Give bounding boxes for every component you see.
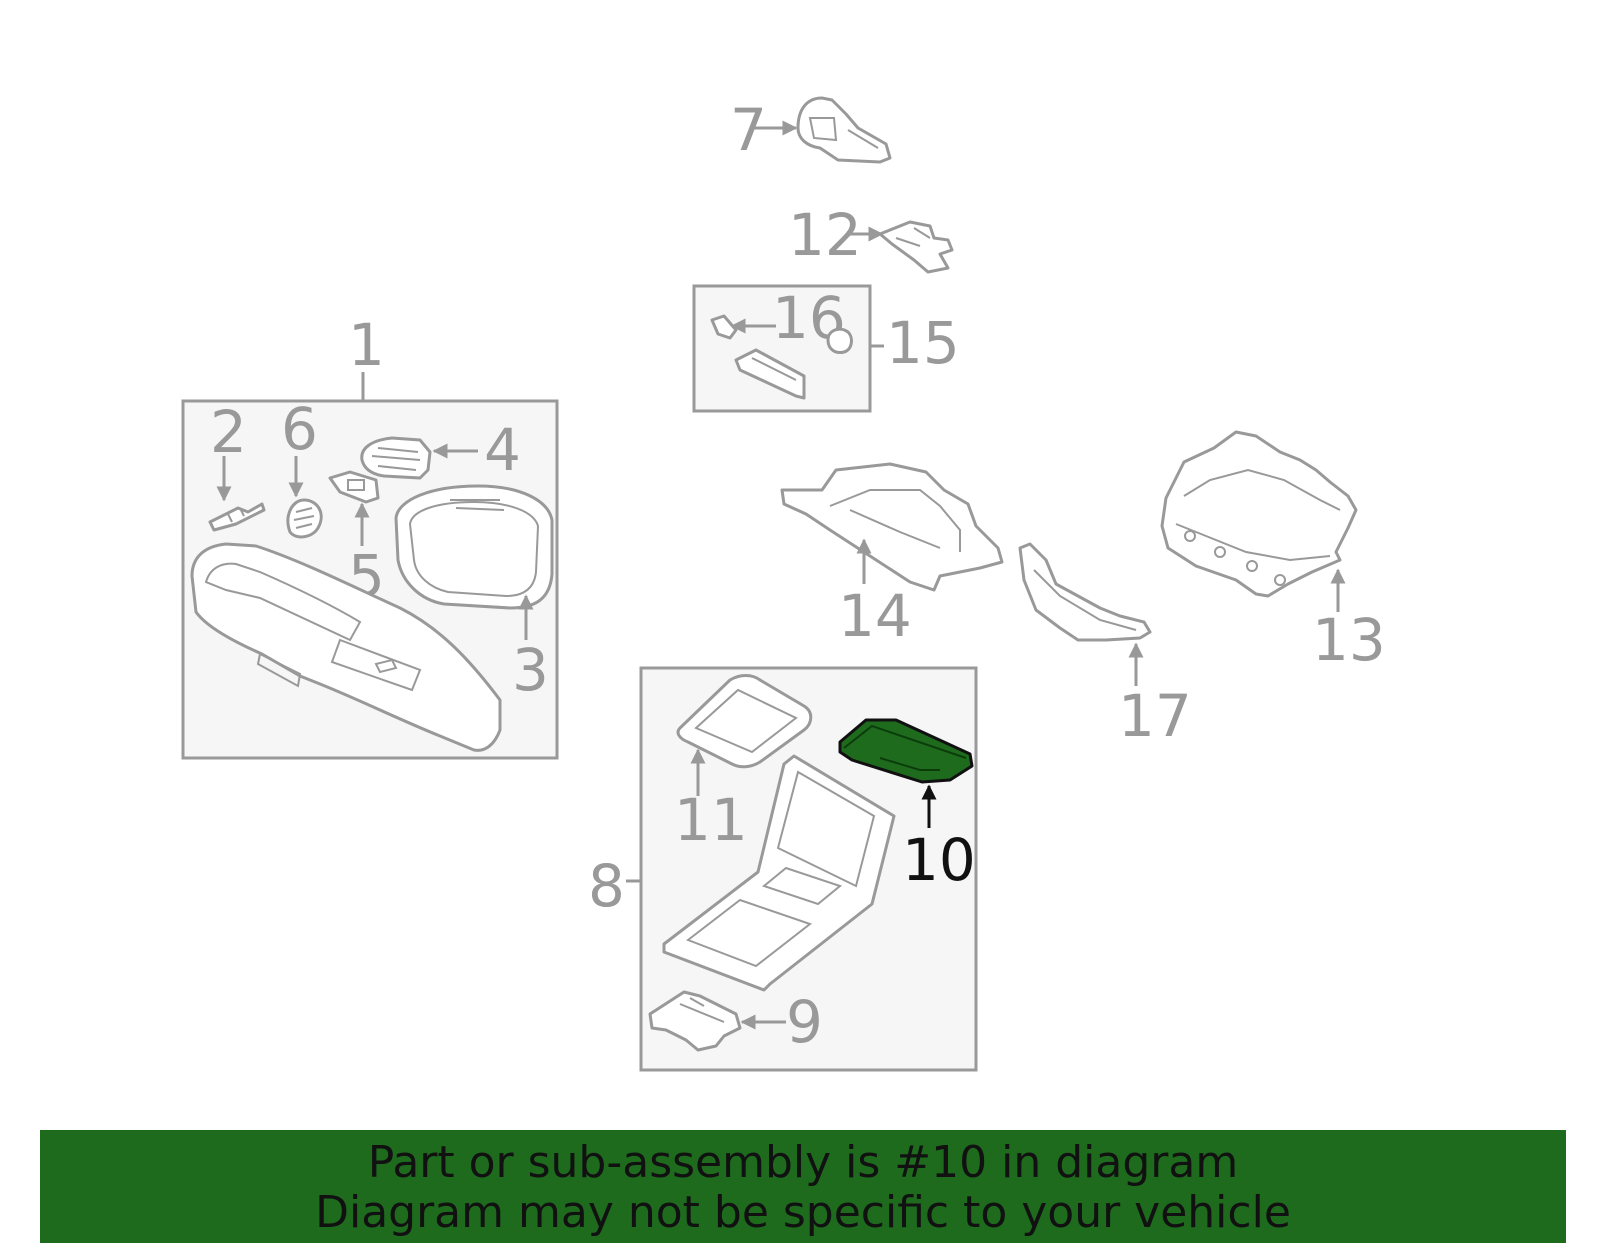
part-16-clip (710, 314, 738, 340)
callout-12: 12 (788, 201, 862, 269)
part-3-cluster-bezel (394, 484, 554, 610)
callout-1: 1 (348, 311, 385, 379)
part-14-glove-box (780, 462, 1004, 592)
callout-6: 6 (281, 395, 318, 463)
callout-7: 7 (730, 96, 767, 164)
part-13-reinforcement (1160, 430, 1358, 598)
part-5-switch (328, 470, 380, 504)
callout-3: 3 (512, 636, 549, 704)
callout-4: 4 (484, 416, 521, 484)
part-10-console-lid (838, 718, 974, 784)
part-11-trim-ring (676, 674, 813, 769)
callout-9: 9 (786, 988, 823, 1056)
part-8-console (662, 754, 896, 992)
callout-8: 8 (588, 852, 625, 920)
part-4-vent (360, 436, 432, 480)
part-17-bracket (1018, 542, 1152, 642)
callout-13: 13 (1312, 606, 1386, 674)
banner-line-2: Diagram may not be specific to your vehi… (315, 1187, 1291, 1238)
callout-11: 11 (674, 786, 748, 854)
part-7-bracket (796, 96, 892, 164)
disclaimer-banner: Part or sub-assembly is #10 in diagram D… (40, 1130, 1566, 1243)
part-6-knob (286, 498, 323, 539)
callout-2: 2 (210, 398, 247, 466)
part-9-bracket (648, 990, 742, 1052)
part-2-clip (208, 502, 266, 532)
part-15-cap (826, 327, 853, 354)
callout-14: 14 (838, 582, 912, 650)
part-1-instrument-panel (190, 542, 502, 752)
banner-line-1: Part or sub-assembly is #10 in diagram (367, 1137, 1239, 1188)
part-15-pad (734, 348, 806, 400)
callout-17: 17 (1118, 682, 1192, 750)
callout-10: 10 (902, 826, 976, 894)
part-12-bracket (878, 220, 954, 274)
callout-15: 15 (886, 309, 960, 377)
